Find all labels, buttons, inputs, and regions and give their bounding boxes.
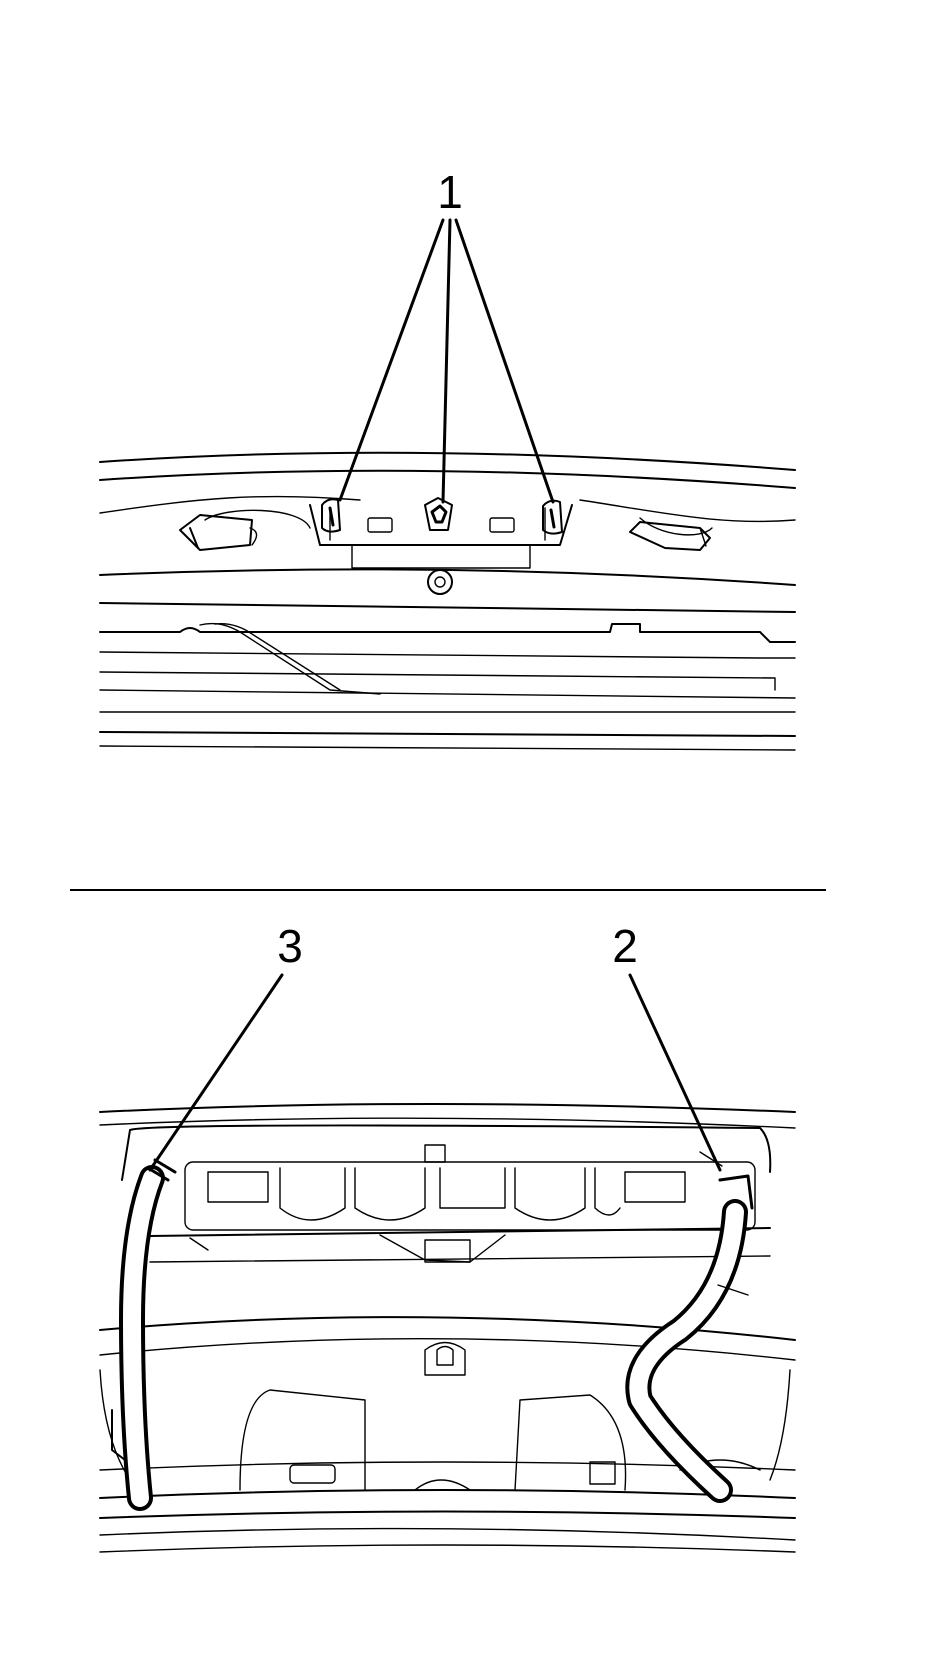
washer-hose-right: [625, 1174, 754, 1503]
callout-3-label: 3: [277, 920, 303, 972]
callout-1-label: 1: [437, 166, 463, 218]
top-panel-clip-right: [542, 499, 563, 535]
callout-1: 1: [338, 166, 555, 504]
callout-2-label: 2: [612, 920, 638, 972]
top-panel-clip-left: [321, 498, 341, 533]
bottom-panel-lower-housing: [239, 1341, 761, 1491]
top-panel-rod-right: [629, 521, 711, 551]
top-panel: 1: [99, 166, 796, 751]
bottom-panel: 3 2: [99, 920, 796, 1553]
top-panel-clip-center: [424, 497, 453, 531]
top-panel-body-lines: [99, 451, 796, 751]
bottom-panel-light-assembly: [184, 1144, 756, 1263]
top-panel-rod-left: [179, 514, 258, 551]
washer-hose-left: [111, 1158, 177, 1511]
top-panel-mounting-bracket: [199, 504, 713, 695]
callout-2: 2: [612, 920, 722, 1172]
callout-3: 3: [148, 920, 303, 1172]
